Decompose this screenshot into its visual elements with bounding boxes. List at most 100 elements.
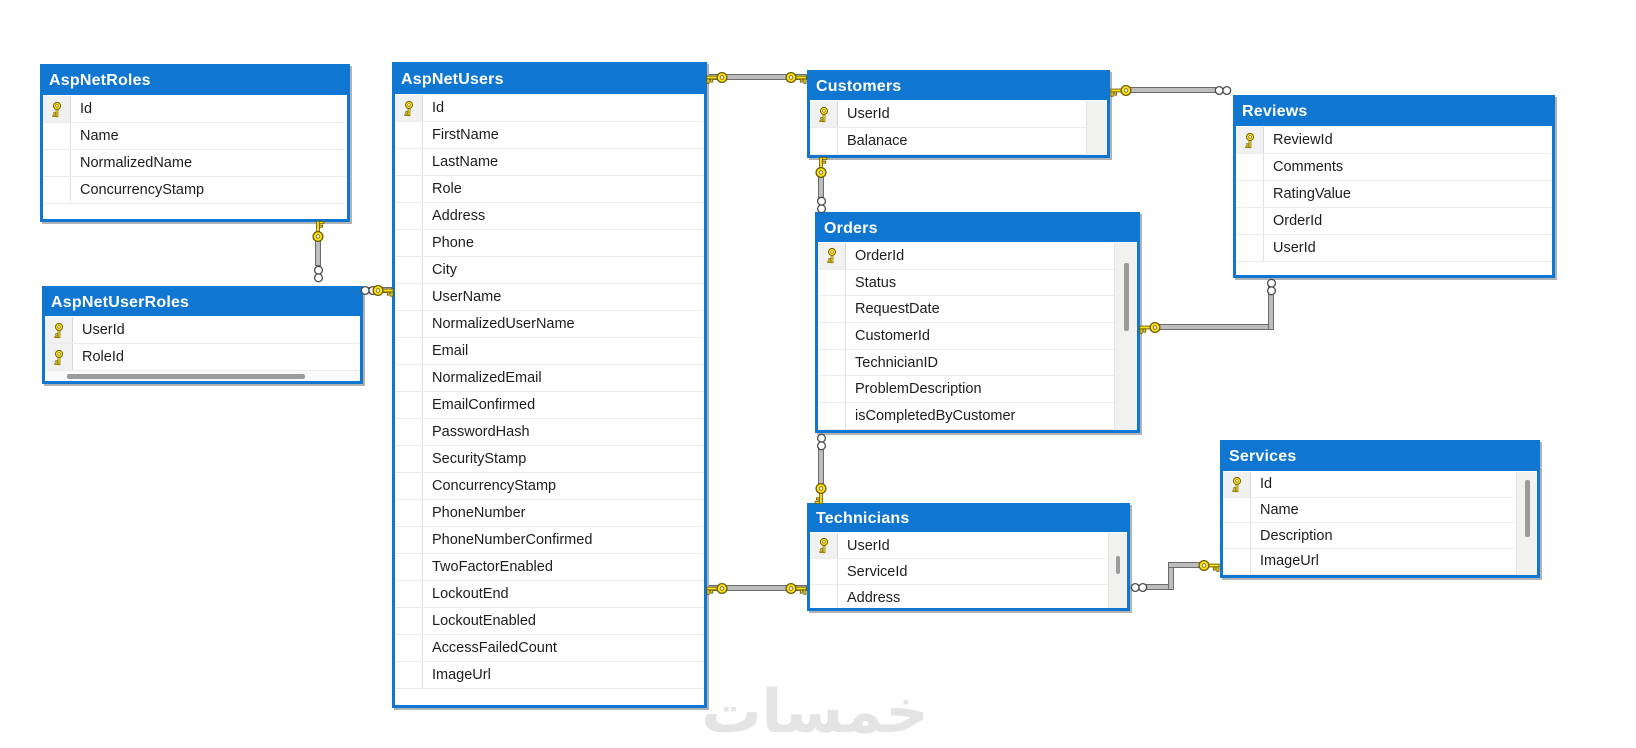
column-row-AspNetRoles-Id[interactable]: Id	[43, 96, 347, 123]
table-header-Reviews[interactable]: Reviews	[1236, 98, 1552, 127]
column-name-label: ImageUrl	[1260, 553, 1319, 570]
column-row-Orders-CustomerId[interactable]: CustomerId	[818, 323, 1115, 350]
column-row-AspNetUsers-Id[interactable]: Id	[395, 95, 704, 122]
column-row-AspNetUsers-ImageUrl[interactable]: ImageUrl	[395, 662, 704, 689]
column-row-AspNetUsers-PhoneNumber[interactable]: PhoneNumber	[395, 500, 704, 527]
column-name: Name	[71, 123, 347, 149]
column-row-Orders-ProblemDescription[interactable]: ProblemDescription	[818, 376, 1115, 404]
key-cell	[818, 376, 846, 403]
relationship-Customers-Reviews[interactable]	[1128, 87, 1216, 93]
column-row-AspNetUsers-Role[interactable]: Role	[395, 176, 704, 203]
column-name: AccessFailedCount	[423, 635, 704, 661]
column-row-Reviews-OrderId[interactable]: OrderId	[1236, 208, 1552, 235]
key-cell	[395, 446, 423, 472]
column-row-Technicians-ServiceId[interactable]: ServiceId	[810, 559, 1109, 585]
column-name: Address	[423, 203, 704, 229]
column-row-AspNetUsers-AccessFailedCount[interactable]: AccessFailedCount	[395, 635, 704, 662]
column-row-AspNetUserRoles-RoleId[interactable]: RoleId	[45, 344, 360, 371]
column-row-AspNetRoles-NormalizedName[interactable]: NormalizedName	[43, 150, 347, 177]
table-header-Customers[interactable]: Customers	[810, 73, 1107, 101]
column-row-AspNetUsers-TwoFactorEnabled[interactable]: TwoFactorEnabled	[395, 554, 704, 581]
vertical-scrollbar[interactable]	[1108, 533, 1127, 608]
key-cell	[395, 635, 423, 661]
key-icon	[810, 482, 832, 504]
table-header-AspNetUsers[interactable]: AspNetUsers	[395, 65, 704, 95]
column-name: Role	[423, 176, 704, 202]
relationship-Technicians-Orders[interactable]	[818, 448, 824, 486]
key-cell	[395, 257, 423, 283]
column-row-AspNetUsers-LastName[interactable]: LastName	[395, 149, 704, 176]
column-row-AspNetUsers-FirstName[interactable]: FirstName	[395, 122, 704, 149]
column-row-Reviews-Comments[interactable]: Comments	[1236, 154, 1552, 181]
column-row-AspNetUsers-NormalizedEmail[interactable]: NormalizedEmail	[395, 365, 704, 392]
column-row-AspNetUsers-PasswordHash[interactable]: PasswordHash	[395, 419, 704, 446]
vertical-scrollbar-thumb[interactable]	[1116, 556, 1120, 574]
column-row-Orders-isCompletedByCustomer[interactable]: isCompletedByCustomer	[818, 403, 1115, 430]
column-name-label: OrderId	[855, 247, 905, 264]
column-row-AspNetUsers-SecurityStamp[interactable]: SecurityStamp	[395, 446, 704, 473]
column-row-Technicians-UserId[interactable]: UserId	[810, 533, 1109, 559]
key-icon	[813, 106, 835, 122]
vertical-scrollbar[interactable]	[1114, 243, 1137, 430]
relationship-Orders-Reviews[interactable]	[1157, 324, 1271, 330]
column-row-Orders-Status[interactable]: Status	[818, 269, 1115, 297]
column-row-Services-Id[interactable]: Id	[1223, 472, 1517, 498]
column-name: ImageUrl	[423, 662, 704, 688]
column-row-AspNetUsers-Phone[interactable]: Phone	[395, 230, 704, 257]
column-row-AspNetRoles-ConcurrencyStamp[interactable]: ConcurrencyStamp	[43, 177, 347, 204]
vertical-scrollbar-thumb[interactable]	[1123, 263, 1129, 331]
column-row-Customers-UserId[interactable]: UserId	[810, 101, 1087, 128]
column-row-Reviews-RatingValue[interactable]: RatingValue	[1236, 181, 1552, 208]
vertical-scrollbar-thumb[interactable]	[1524, 480, 1530, 537]
column-row-AspNetUsers-LockoutEnabled[interactable]: LockoutEnabled	[395, 608, 704, 635]
column-name: isCompletedByCustomer	[846, 403, 1115, 429]
horizontal-scrollbar-thumb[interactable]	[67, 373, 305, 379]
vertical-scrollbar[interactable]	[1086, 101, 1107, 155]
horizontal-scrollbar[interactable]	[45, 371, 360, 381]
column-row-AspNetRoles-Name[interactable]: Name	[43, 123, 347, 150]
column-row-Reviews-ReviewId[interactable]: ReviewId	[1236, 127, 1552, 154]
column-row-AspNetUsers-ConcurrencyStamp[interactable]: ConcurrencyStamp	[395, 473, 704, 500]
table-header-Orders[interactable]: Orders	[818, 215, 1137, 243]
key-cell	[395, 338, 423, 364]
column-row-Services-Name[interactable]: Name	[1223, 497, 1517, 524]
column-row-AspNetUsers-LockoutEnd[interactable]: LockoutEnd	[395, 581, 704, 608]
column-row-Technicians-Address[interactable]: Address	[810, 585, 1109, 608]
column-row-Reviews-UserId[interactable]: UserId	[1236, 235, 1552, 262]
primary-key-cell	[810, 101, 838, 127]
infinity-icon	[810, 431, 832, 453]
column-row-AspNetUsers-PhoneNumberConfirmed[interactable]: PhoneNumberConfirmed	[395, 527, 704, 554]
table-header-Services[interactable]: Services	[1223, 443, 1537, 472]
column-row-Orders-RequestDate[interactable]: RequestDate	[818, 296, 1115, 324]
vertical-scrollbar[interactable]	[1516, 472, 1537, 575]
column-row-Services-Description[interactable]: Description	[1223, 523, 1517, 550]
table-header-Technicians[interactable]: Technicians	[810, 506, 1127, 533]
column-row-Orders-TechnicianID[interactable]: TechnicianID	[818, 349, 1115, 377]
column-row-AspNetUsers-UserName[interactable]: UserName	[395, 284, 704, 311]
column-row-Customers-Balanace[interactable]: Balanace	[810, 128, 1087, 155]
table-header-AspNetRoles[interactable]: AspNetRoles	[43, 67, 347, 96]
column-row-AspNetUsers-NormalizedUserName[interactable]: NormalizedUserName	[395, 311, 704, 338]
column-row-AspNetUsers-Address[interactable]: Address	[395, 203, 704, 230]
column-name: Comments	[1264, 154, 1552, 180]
key-cell	[43, 123, 71, 149]
column-row-AspNetUsers-Email[interactable]: Email	[395, 338, 704, 365]
column-row-AspNetUsers-City[interactable]: City	[395, 257, 704, 284]
table-header-AspNetUserRoles[interactable]: AspNetUserRoles	[45, 289, 360, 317]
column-row-AspNetUsers-EmailConfirmed[interactable]: EmailConfirmed	[395, 392, 704, 419]
column-row-Services-ImageUrl[interactable]: ImageUrl	[1223, 549, 1517, 575]
column-row-Orders-OrderId[interactable]: OrderId	[818, 243, 1115, 270]
relationship-Services-Technicians[interactable]	[1168, 562, 1202, 568]
column-row-AspNetUserRoles-UserId[interactable]: UserId	[45, 317, 360, 344]
